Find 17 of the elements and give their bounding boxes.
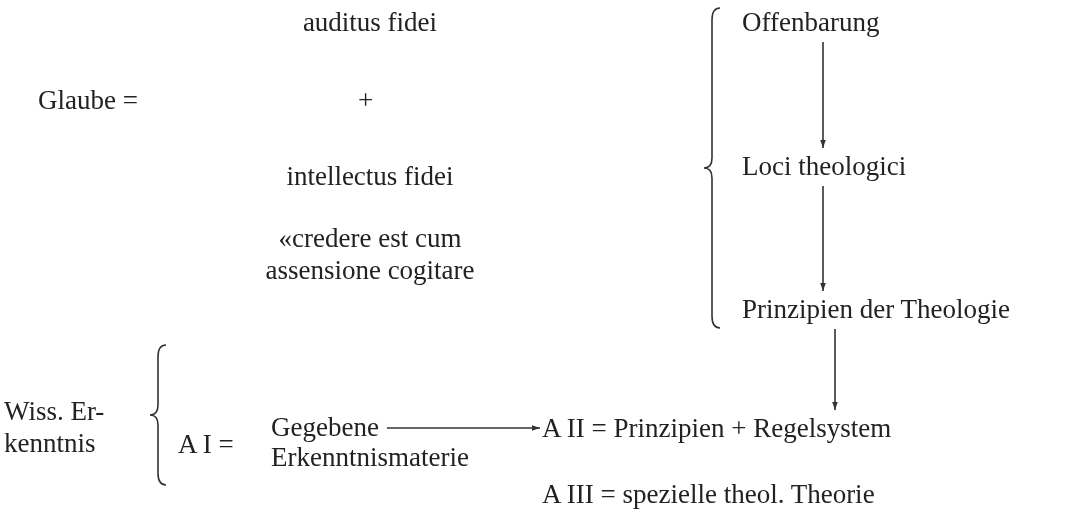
label-text: «credere est cum assensione cogitare [264, 222, 476, 286]
label-text: A III = spezielle theol. Theorie [542, 478, 875, 510]
node-text: Prinzipien der Theologie [742, 293, 1010, 325]
arrow [386, 425, 541, 431]
node-text: A II = Prinzipien + Regelsystem [542, 412, 892, 444]
label-text: intellectus fidei [285, 160, 455, 192]
label-text: + [358, 84, 374, 116]
arrow [820, 185, 826, 292]
label-text: auditus fidei [301, 6, 439, 38]
node-text: Loci theologici [742, 150, 907, 182]
label-text: Glaube = [38, 84, 138, 116]
arrow [832, 328, 838, 411]
label-text: Wiss. Er- kenntnis [4, 395, 106, 459]
arrow [820, 41, 826, 149]
label-text: A I = [178, 428, 234, 460]
node-text: Offenbarung [742, 6, 880, 38]
node-text: Gegebene Erkenntnismaterie [271, 412, 531, 472]
